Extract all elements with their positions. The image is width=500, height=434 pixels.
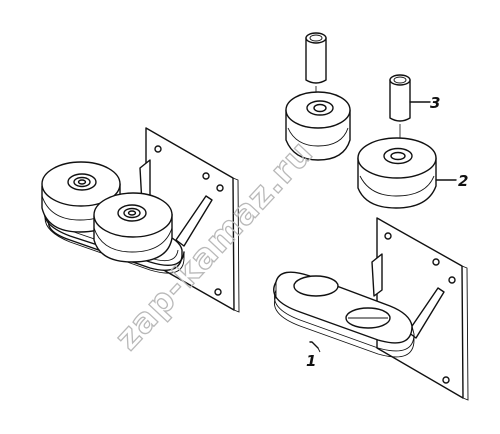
right-plate-hole <box>432 258 440 266</box>
left-plate-hole <box>202 172 210 180</box>
callout-label-2: 2 <box>458 172 468 190</box>
right-plate-hole <box>442 376 450 384</box>
callout-3: 3 <box>409 94 440 112</box>
left-plate-hole <box>214 288 222 296</box>
callout-2: 2 <box>435 172 468 190</box>
left-plate-hole <box>216 184 224 192</box>
left-front-roller <box>93 192 173 263</box>
callout-label-3: 3 <box>430 94 440 112</box>
right-assembly <box>273 32 469 401</box>
right-plate-hole <box>384 232 392 240</box>
left-gusset <box>175 195 213 247</box>
left-assembly <box>41 127 240 313</box>
roller-upper <box>285 91 351 161</box>
base-plate-cutout <box>293 275 339 297</box>
left-plate-hole <box>154 145 162 153</box>
pin-upper <box>305 32 327 100</box>
right-gusset <box>407 287 445 339</box>
bracket-part-1 <box>273 217 469 401</box>
right-gusset <box>371 253 383 297</box>
callout-1: 1 <box>306 341 321 370</box>
pin-right <box>389 74 411 144</box>
right-plate-hole <box>448 276 456 284</box>
callout-label-1: 1 <box>306 352 316 370</box>
roller-part-2 <box>357 137 437 209</box>
